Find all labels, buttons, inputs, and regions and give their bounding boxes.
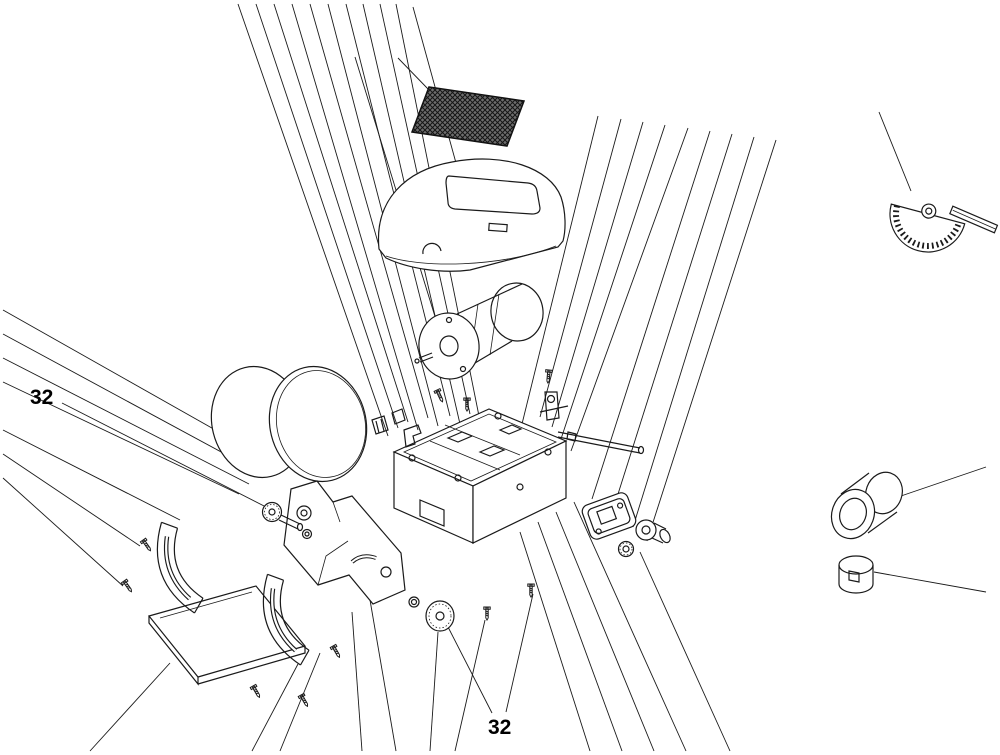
sanding-discs <box>210 365 368 483</box>
motor <box>414 282 544 380</box>
base-housing <box>392 408 568 544</box>
part-label-32-left: 32 <box>30 386 53 409</box>
trunnion-bracket <box>283 480 406 605</box>
top-cover <box>377 158 566 272</box>
washers <box>301 528 420 608</box>
part-label-32-bottom: 32 <box>488 716 511 739</box>
lock-knob-small <box>261 501 304 532</box>
miter-gauge <box>889 203 999 253</box>
lock-knob-large <box>425 600 455 632</box>
end-cap <box>838 555 874 594</box>
wire-clips <box>371 408 422 448</box>
abrasive-pad <box>410 86 526 147</box>
arc-bracket-upper <box>157 522 203 613</box>
switch-plate <box>581 492 637 540</box>
switch-knobs <box>617 519 671 558</box>
shaft-assembly <box>539 391 645 455</box>
dust-port <box>830 471 903 540</box>
